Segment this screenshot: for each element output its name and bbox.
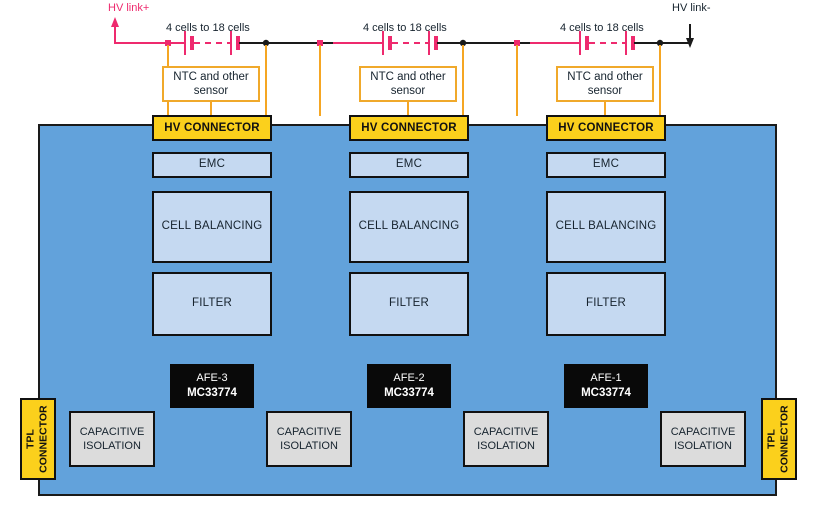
afe-block-3[interactable]: AFE-1 MC33774 [564, 364, 648, 408]
hv-connector-2[interactable]: HV CONNECTOR [349, 115, 469, 141]
ntc-sensor-line1: NTC and other [370, 70, 446, 83]
emc-block-2[interactable]: EMC [349, 152, 469, 178]
hv-link-positive-label: HV link+ [108, 2, 150, 14]
ntc-sensor-line1: NTC and other [567, 70, 643, 83]
isolation-line1: CAPACITIVE [473, 425, 539, 438]
afe-part-label: MC33774 [384, 386, 434, 399]
capacitive-isolation-2[interactable]: CAPACITIVE ISOLATION [266, 411, 352, 467]
tpl-left-line2: CONNECTOR [38, 405, 51, 473]
ntc-drops [210, 102, 606, 116]
cell-count-label-2: 4 cells to 18 cells [363, 22, 447, 34]
cell-balancing-block-1[interactable]: CELL BALANCING [152, 191, 272, 263]
cell-count-label-1: 4 cells to 18 cells [166, 22, 250, 34]
junction-dot-2 [262, 39, 270, 47]
cell-count-label-3: 4 cells to 18 cells [560, 22, 644, 34]
hv-connector-3[interactable]: HV CONNECTOR [546, 115, 666, 141]
emc-block-1[interactable]: EMC [152, 152, 272, 178]
afe-part-label: MC33774 [581, 386, 631, 399]
hv-link-negative-label: HV link- [672, 2, 711, 14]
junction-dot-3 [317, 40, 323, 46]
tpl-left-line1: TPL [24, 429, 37, 449]
filter-block-3[interactable]: FILTER [546, 272, 666, 336]
ntc-sensor-box-1: NTC and other sensor [162, 66, 260, 102]
capacitive-isolation-3[interactable]: CAPACITIVE ISOLATION [463, 411, 549, 467]
tpl-right-line2: CONNECTOR [779, 405, 792, 473]
afe-name-label: AFE-2 [393, 371, 425, 384]
ntc-sensor-line1: NTC and other [173, 70, 249, 83]
capacitive-isolation-1[interactable]: CAPACITIVE ISOLATION [69, 411, 155, 467]
afe-part-label: MC33774 [187, 386, 237, 399]
cell-balancing-block-3[interactable]: CELL BALANCING [546, 191, 666, 263]
afe-block-1[interactable]: AFE-3 MC33774 [170, 364, 254, 408]
junction-dot-4 [459, 39, 467, 47]
tpl-connector-left[interactable]: TPL CONNECTOR [20, 398, 56, 480]
hv-link-positive-wire [111, 17, 168, 44]
ntc-sensor-box-3: NTC and other sensor [556, 66, 654, 102]
capacitive-isolation-4[interactable]: CAPACITIVE ISOLATION [660, 411, 746, 467]
cell-symbols-string-1 [168, 31, 240, 55]
hv-connector-1[interactable]: HV CONNECTOR [152, 115, 272, 141]
isolation-line1: CAPACITIVE [276, 425, 342, 438]
junction-dot-5 [514, 40, 520, 46]
afe-name-label: AFE-3 [196, 371, 228, 384]
cell-symbols-string-3 [530, 31, 635, 55]
afe-block-2[interactable]: AFE-2 MC33774 [367, 364, 451, 408]
filter-block-2[interactable]: FILTER [349, 272, 469, 336]
junction-dot-6 [656, 39, 664, 47]
isolation-line2: ISOLATION [674, 440, 732, 452]
ntc-sensor-line2: sensor [193, 85, 229, 97]
isolation-line2: ISOLATION [280, 440, 338, 452]
isolation-line2: ISOLATION [83, 440, 141, 452]
tpl-connector-right[interactable]: TPL CONNECTOR [761, 398, 797, 480]
isolation-line1: CAPACITIVE [670, 425, 736, 438]
tpl-right-line1: TPL [765, 429, 778, 449]
ntc-sensor-line2: sensor [390, 85, 426, 97]
filter-block-1[interactable]: FILTER [152, 272, 272, 336]
afe-name-label: AFE-1 [590, 371, 622, 384]
emc-block-3[interactable]: EMC [546, 152, 666, 178]
junction-dot-1 [165, 40, 171, 46]
cell-balancing-block-2[interactable]: CELL BALANCING [349, 191, 469, 263]
isolation-line2: ISOLATION [477, 440, 535, 452]
ntc-sensor-box-2: NTC and other sensor [359, 66, 457, 102]
isolation-line1: CAPACITIVE [79, 425, 145, 438]
ntc-sensor-line2: sensor [587, 85, 623, 97]
cell-symbols-string-2 [333, 31, 438, 55]
